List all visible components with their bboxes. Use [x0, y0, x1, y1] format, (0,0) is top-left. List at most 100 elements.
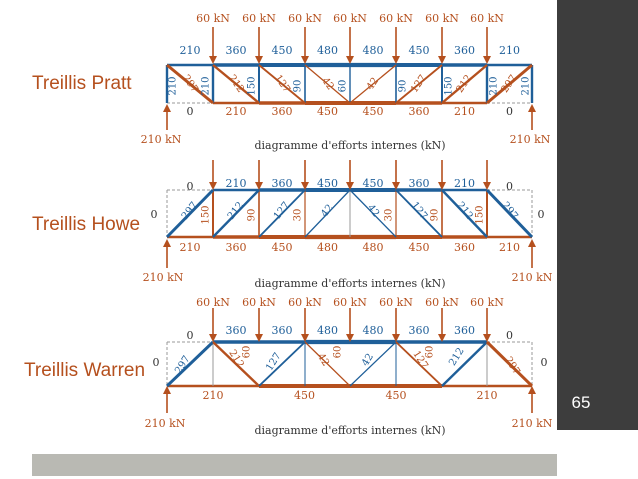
- warren-top-chord-label: 360: [272, 324, 293, 337]
- page-number: 65: [571, 393, 591, 412]
- pratt-vertical-label: 210: [201, 76, 212, 95]
- howe-top-chord-label: 360: [272, 177, 293, 190]
- pratt-diagonal-member: [486, 63, 533, 105]
- howe-bottom-chord-label: 450: [409, 241, 430, 254]
- pratt-diagonal-member: [212, 64, 260, 104]
- pratt-load-label: 60 kN: [470, 12, 504, 25]
- pratt-vertical-label: 210: [168, 76, 179, 95]
- pratt-top-chord-label: 360: [454, 44, 475, 57]
- howe-bottom-chord-label: 360: [454, 241, 475, 254]
- pratt-vertical-label: 60: [338, 80, 349, 93]
- pratt-diagonal-label: 127: [409, 73, 429, 95]
- warren-load-label: 60 kN: [288, 296, 322, 309]
- title-pratt: Treillis Pratt: [32, 73, 132, 94]
- title-howe: Treillis Howe: [32, 214, 141, 235]
- pratt-top-chord-label: 210: [180, 44, 201, 57]
- pratt-load-label: 60 kN: [196, 12, 230, 25]
- warren-support-label-right: 210 kN: [512, 417, 553, 430]
- warren-diagonal-member: [349, 341, 397, 387]
- pratt-top-chord-label: 360: [226, 44, 247, 57]
- howe-top-chord-label: 0: [187, 180, 194, 193]
- howe-vertical-label: 30: [293, 209, 304, 222]
- warren-vertical-label: 0: [153, 356, 160, 369]
- howe-vertical-label: 90: [247, 209, 258, 222]
- howe-diagonal-label: 297: [499, 200, 519, 222]
- warren-top-chord-label: 360: [409, 324, 430, 337]
- howe-bottom-chord-label: 450: [272, 241, 293, 254]
- warren-load-label: 60 kN: [425, 296, 459, 309]
- howe-bottom-chord-label: 480: [363, 241, 384, 254]
- howe-top-chord-label: 360: [409, 177, 430, 190]
- howe-bottom-chord-label: 210: [499, 241, 520, 254]
- howe-caption: diagramme d'efforts internes (kN): [254, 277, 445, 290]
- title-warren: Treillis Warren: [24, 360, 146, 381]
- howe-diagonal-member: [304, 189, 351, 238]
- warren-top-chord-label: 0: [187, 329, 194, 342]
- warren-load-label: 60 kN: [196, 296, 230, 309]
- pratt-top-chord-label: 210: [499, 44, 520, 57]
- howe-diagonal-member: [165, 188, 215, 239]
- howe-vertical-label: 0: [151, 208, 158, 221]
- howe-diagonal-member: [258, 189, 306, 238]
- pratt-top-chord-label: 450: [272, 44, 293, 57]
- warren-load-label: 60 kN: [242, 296, 276, 309]
- warren-top-chord-label: 360: [226, 324, 247, 337]
- pratt-diagonal-member: [441, 64, 488, 104]
- howe-support-label-left: 210 kN: [143, 271, 184, 284]
- howe-diagonal-member: [485, 188, 534, 239]
- howe-top-chord-label: 450: [363, 177, 384, 190]
- pratt-bottom-chord-label: 360: [272, 105, 293, 118]
- pratt-diagonal-member: [166, 63, 214, 105]
- warren-load-label: 60 kN: [379, 296, 413, 309]
- pratt-diagonal-member: [258, 64, 306, 104]
- howe-bottom-chord-label: 210: [180, 241, 201, 254]
- pratt-bottom-chord-label: 210: [226, 105, 247, 118]
- pratt-bottom-chord-label: 450: [317, 105, 338, 118]
- warren-top-chord-label: 360: [454, 324, 475, 337]
- howe-diagonal-member: [395, 189, 443, 238]
- warren-diagonal-label: 127: [264, 351, 283, 373]
- warren-diagonal-member: [395, 341, 443, 387]
- pratt-load-label: 60 kN: [288, 12, 322, 25]
- pratt-diagonal-member: [304, 64, 351, 104]
- pratt-top-chord-label: 480: [317, 44, 338, 57]
- howe-vertical-label: 150: [201, 205, 212, 224]
- howe-diagonal-label: 212: [454, 200, 474, 222]
- howe-diagonal-label: 42: [365, 203, 382, 220]
- pratt-support-label-left: 210 kN: [141, 133, 182, 146]
- pratt-bottom-chord-label: 0: [506, 105, 513, 118]
- howe-vertical-label: 0: [538, 208, 545, 221]
- pratt-load-label: 60 kN: [333, 12, 367, 25]
- pratt-diagonal-label: 212: [226, 73, 246, 95]
- warren-bottom-chord-label: 450: [386, 389, 407, 402]
- howe-top-chord-label: 210: [226, 177, 247, 190]
- howe-diagonal-label: 297: [180, 200, 200, 222]
- pratt-diagonal-label: 127: [272, 73, 292, 95]
- howe-top-chord-label: 210: [454, 177, 475, 190]
- warren-diagonal-member: [258, 341, 306, 387]
- pratt-diagonal-member: [395, 64, 443, 104]
- pratt-vertical-label: 150: [444, 76, 455, 95]
- warren-diagonal-member: [212, 341, 260, 387]
- pratt-diagonal-member: [349, 64, 397, 104]
- pratt-diagonal-label: 42: [365, 76, 381, 93]
- warren-load-label: 60 kN: [333, 296, 367, 309]
- howe-top-chord-label: 450: [317, 177, 338, 190]
- warren-diagonal-label: 42: [360, 352, 376, 369]
- warren-caption: diagramme d'efforts internes (kN): [254, 424, 445, 437]
- howe-diagonal-member: [349, 189, 397, 238]
- pratt-vertical-label: 90: [293, 80, 304, 93]
- howe-diagonal-member: [441, 189, 488, 238]
- howe-diagonal-label: 212: [226, 200, 246, 222]
- warren-load-label: 60 kN: [470, 296, 504, 309]
- howe-diagonal-label: 42: [319, 203, 336, 220]
- howe-bottom-chord-label: 480: [317, 241, 338, 254]
- warren-bottom-chord-label: 210: [477, 389, 498, 402]
- warren-vertical-label: 60: [333, 346, 344, 359]
- warren-vertical-label: 60: [425, 346, 436, 359]
- warren-bottom-chord-label: 210: [203, 389, 224, 402]
- pratt-load-label: 60 kN: [242, 12, 276, 25]
- warren-diagonal-member: [304, 341, 351, 387]
- pratt-top-chord-label: 450: [409, 44, 430, 57]
